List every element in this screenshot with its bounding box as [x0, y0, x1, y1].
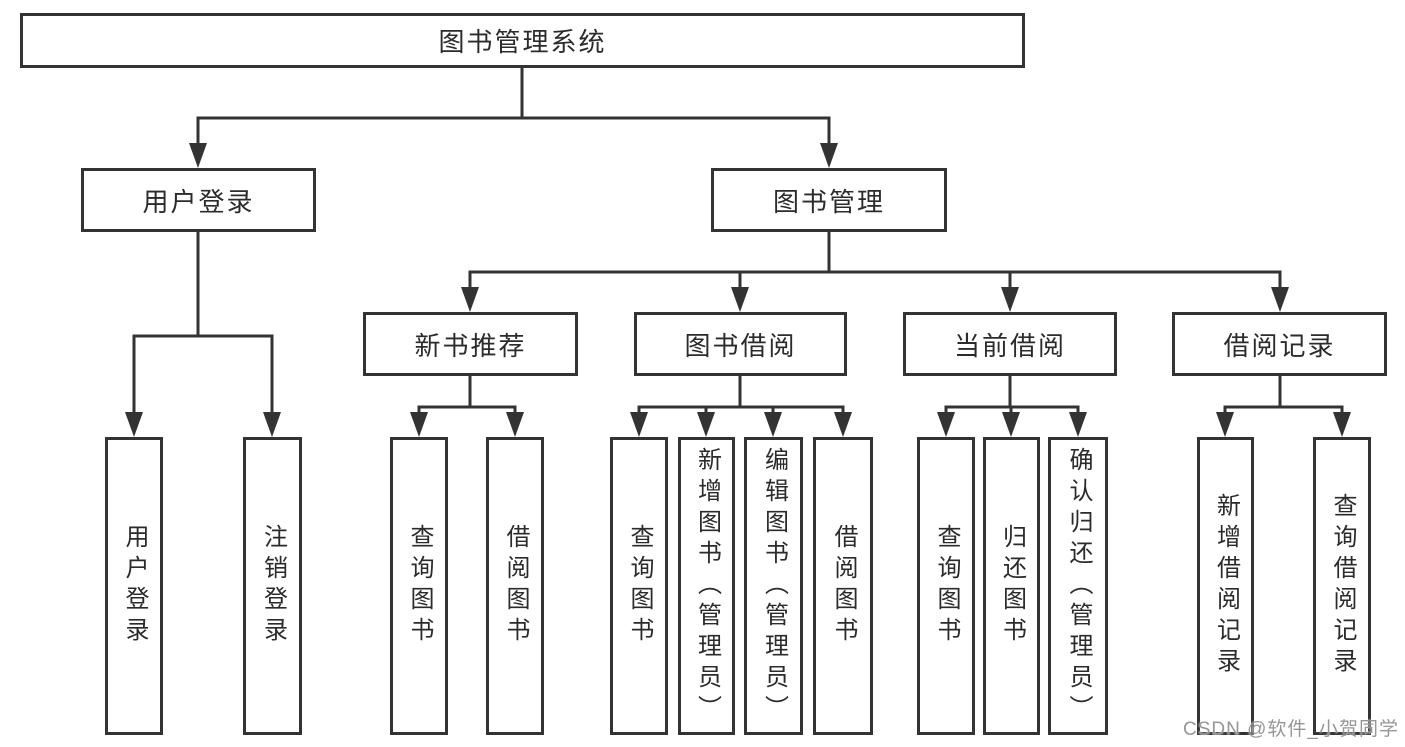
- node-borrow-records: 借阅记录: [1172, 312, 1387, 376]
- arrowhead: [764, 412, 782, 437]
- arrowhead: [189, 143, 207, 168]
- node-current-borrow: 当前借阅: [903, 312, 1117, 376]
- root-node-library-system: 图书管理系统: [20, 13, 1025, 68]
- arrowhead: [1001, 287, 1019, 312]
- leaf-user-login: 用户登录: [105, 437, 163, 735]
- leaf-logout: 注销登录: [243, 437, 302, 735]
- leaf-current-query-books: 查询图书: [917, 437, 975, 735]
- node-user-login: 用户登录: [81, 168, 316, 232]
- leaf-borrow-query-books: 查询图书: [610, 437, 668, 735]
- node-book-management: 图书管理: [711, 168, 947, 232]
- leaf-newbooks-borrow-books: 借阅图书: [486, 437, 544, 735]
- leaf-records-query-record: 查询借阅记录: [1313, 437, 1371, 735]
- arrowheads: [125, 143, 1351, 437]
- arrowhead: [1216, 412, 1234, 437]
- csdn-watermark: CSDN @软件_小贺同学: [1183, 719, 1399, 740]
- node-book-borrow: 图书借阅: [634, 312, 847, 376]
- arrowhead: [1333, 412, 1351, 437]
- arrowhead: [1271, 287, 1289, 312]
- connector-path: [132, 66, 1344, 417]
- arrowhead: [1002, 412, 1020, 437]
- arrowhead: [834, 412, 852, 437]
- leaf-borrow-edit-books-admin: 编辑图书（管理员）: [744, 437, 803, 735]
- arrowhead: [410, 412, 428, 437]
- leaf-newbooks-query-books: 查询图书: [390, 437, 448, 735]
- arrowhead: [937, 412, 955, 437]
- leaf-current-return-books: 归还图书: [983, 437, 1040, 735]
- arrowhead: [506, 412, 524, 437]
- leaf-records-add-record: 新增借阅记录: [1197, 437, 1254, 735]
- leaf-current-confirm-return-admin: 确认归还（管理员）: [1048, 437, 1108, 735]
- leaf-borrow-borrow-books: 借阅图书: [813, 437, 873, 735]
- node-new-book-recommend: 新书推荐: [363, 312, 578, 376]
- arrowhead: [125, 412, 143, 437]
- arrowhead: [1069, 412, 1087, 437]
- arrowhead: [697, 412, 715, 437]
- leaf-borrow-add-books-admin: 新增图书（管理员）: [678, 437, 735, 735]
- arrowhead: [731, 287, 749, 312]
- arrowhead: [263, 412, 281, 437]
- arrowhead: [461, 287, 479, 312]
- arrowhead: [630, 412, 648, 437]
- arrowhead: [820, 143, 838, 168]
